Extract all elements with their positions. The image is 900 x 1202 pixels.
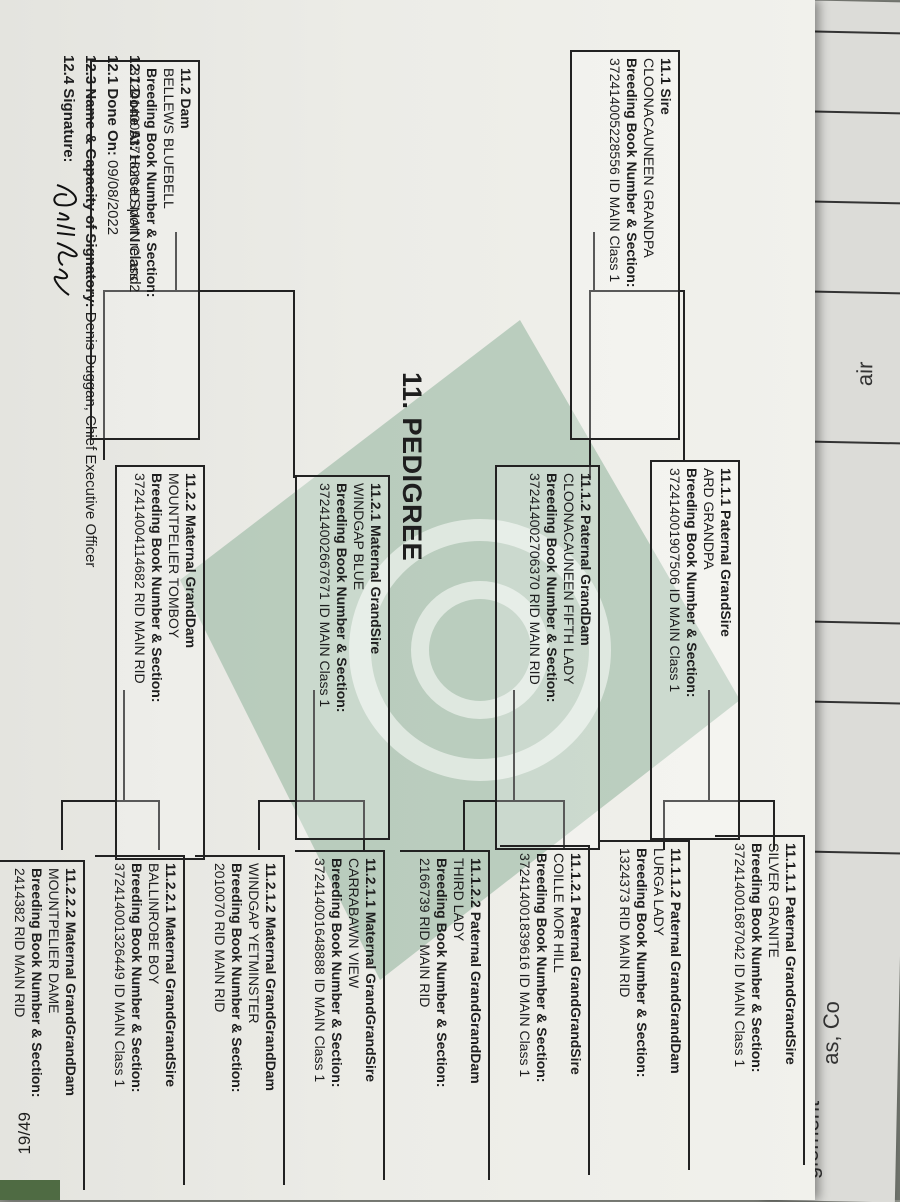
paternal-granddam-name: CLOONACAUNEEN FIFTH LADY	[561, 473, 577, 685]
dam-label: 11.2 Dam	[178, 68, 194, 129]
done-at-line: 12.1 Done At: Horse Sport Ireland	[123, 55, 145, 755]
form-line	[805, 200, 900, 205]
breeding-book-label: Breeding Book Number & Section:	[334, 483, 350, 713]
sire-name: CLOONACAUNEEN GRANDPA	[641, 58, 657, 258]
signatory-block: 12.1 Done At: Horse Sport Ireland 12.1 D…	[53, 55, 145, 755]
paternal-granddam-number: 372414002706370 RID MAIN RID	[527, 473, 543, 685]
connector	[293, 290, 295, 478]
paternal-grandgrandsire-box: 11.1.1.1 Paternal GrandGrandSire SILVER …	[715, 835, 805, 1165]
breeding-book-label: Breeding Book Number & Section:	[624, 58, 640, 288]
connector	[683, 290, 685, 460]
maternal-grandgrandsire-box: 11.2.1.1 Maternal GrandGrandSire CARRABA…	[295, 850, 385, 1180]
background-text: air	[851, 361, 878, 387]
breeding-book-label: Breeding Book Number & Section:	[129, 863, 145, 1093]
breeding-book-label: Breeding Book Number & Section:	[684, 468, 700, 698]
maternal-grandsire-label: 11.2.1 Maternal GrandSire	[368, 483, 384, 655]
paternal-granddam-box: 11.1.2 Paternal GrandDam CLOONACAUNEEN F…	[495, 465, 600, 850]
breeding-book-label: Breeding Book Number & Section:	[634, 848, 650, 1078]
breeding-book-label: Breeding Book Number & Section:	[534, 853, 550, 1083]
ggs-1211-name: CARRABAWN VIEW	[346, 858, 362, 989]
ggs-1211-label: 11.2.1.1 Maternal GrandGrandSire	[363, 858, 379, 1083]
ggd-1122-number: 2166739 RID MAIN RID	[417, 858, 433, 1008]
signatory-line: 12.3 Name & Capacity of Signatory: Denis…	[79, 55, 101, 755]
section-title: 11. PEDIGREE	[397, 372, 427, 562]
paternal-granddam-label: 11.1.2 Paternal GrandDam	[578, 473, 594, 646]
ggd-1112-number: 1324373 RID MAIN RID	[617, 848, 633, 998]
sire-box: 11.1 Sire CLOONACAUNEEN GRANDPA Breeding…	[570, 50, 680, 440]
ggs-1211-number: 372414001648888 ID MAIN Class 1	[312, 858, 328, 1083]
dam-name: BELLEWS BLUEBELL	[161, 68, 177, 209]
done-on-value: 09/08/2022	[104, 160, 121, 236]
connector	[258, 800, 260, 850]
ggd-1222-number: 2414382 RID MAIN RID	[12, 868, 28, 1018]
ggd-1212-name: WINDGAP YETMINSTER	[246, 863, 262, 1024]
done-on-line: 12.1 Done On: 09/08/2022	[101, 55, 123, 755]
breeding-book-label: Breeding Book Number & Section:	[329, 858, 345, 1088]
ggd-1212-number: 2010070 RID MAIN RID	[212, 863, 228, 1013]
connector	[61, 800, 63, 850]
breeding-book-label: Breeding Book Number & Section:	[29, 868, 45, 1098]
maternal-grandsire-name: WINDGAP BLUE	[351, 483, 367, 591]
page-corner-graphic	[0, 1180, 60, 1200]
ggd-1122-label: 11.1.2.2 Paternal GrandGrandDam	[468, 858, 484, 1084]
ggd-1222-name: MOUNTPELIER DAME	[46, 868, 62, 1014]
breeding-book-label: Breeding Book Number & Section:	[544, 473, 560, 703]
done-at-label: 12.1 Done At:	[126, 55, 143, 151]
ggd-1122-name: THIRD LADY	[451, 858, 467, 942]
ggs-1111-number: 372414001687042 ID MAIN Class 1	[732, 843, 748, 1068]
ggd-1222-label: 11.2.2.2 Maternal GrandGrandDam	[63, 868, 79, 1096]
form-line	[803, 290, 900, 295]
maternal-grandgranddam-box-2: 11.2.2.2 Maternal GrandGrandDam MOUNTPEL…	[0, 860, 85, 1190]
maternal-grandgranddam-box: 11.2.1.2 Maternal GrandGrandDam WINDGAP …	[195, 855, 285, 1185]
ggs-1121-label: 11.1.2.1 Paternal GrandGrandSire	[568, 853, 584, 1075]
paternal-grandgrandsire-box-2: 11.1.2.1 Paternal GrandGrandSire COILLE …	[500, 845, 590, 1175]
ggs-1111-label: 11.1.1.1 Paternal GrandGrandSire	[783, 843, 799, 1065]
background-text: as, Co	[817, 1000, 845, 1065]
breeding-book-label: Breeding Book Number & Section:	[434, 858, 450, 1088]
ggs-1121-name: COILLE MOR HILL	[551, 853, 567, 973]
maternal-grandgrandsire-box-2: 11.2.2.1 Maternal GrandGrandSire BALLINR…	[95, 855, 185, 1185]
ggd-1212-label: 11.2.1.2 Maternal GrandGrandDam	[263, 863, 279, 1091]
form-line	[809, 30, 900, 35]
signatory-value: Denis Duggan, Chief Executive Officer	[82, 311, 99, 568]
pedigree-page: 19/49 11. PEDIGREE	[0, 0, 815, 1200]
breeding-book-label: Breeding Book Number & Section:	[144, 68, 160, 298]
form-line	[800, 440, 900, 445]
ggd-1112-name: LURGA LADY	[651, 848, 667, 936]
ggs-1221-name: BALLINROBE BOY	[146, 863, 162, 985]
ggd-1112-label: 11.1.1.2 Paternal GrandGrandDam	[668, 848, 684, 1074]
footer-area: 12.1 Done At: Horse Sport Ireland 12.1 D…	[0, 0, 145, 700]
done-on-label: 12.1 Done On:	[104, 55, 121, 156]
breeding-book-label: Breeding Book Number & Section:	[149, 473, 165, 703]
signature-line: 12.4 Signature:	[57, 55, 79, 755]
sire-number: 372414005228556 ID MAIN Class 1	[607, 58, 623, 283]
paternal-grandsire-box: 11.1.1 Paternal GrandSire ARD GRANDPA Br…	[650, 460, 740, 840]
maternal-grandsire-number: 372414002667671 ID MAIN Class 1	[317, 483, 333, 708]
ggs-1111-name: SILVER GRANITE	[766, 843, 782, 958]
sire-label: 11.1 Sire	[658, 58, 674, 115]
paternal-grandgranddam-box: 11.1.1.2 Paternal GrandGrandDam LURGA LA…	[600, 840, 690, 1170]
ggs-1121-number: 372414001839616 ID MAIN Class 1	[517, 853, 533, 1078]
connector	[463, 800, 465, 850]
paternal-grandsire-name: ARD GRANDPA	[701, 468, 717, 570]
ggs-1221-number: 372414001326449 ID MAIN Class 1	[112, 863, 128, 1088]
breeding-book-label: Breeding Book Number & Section:	[229, 863, 245, 1093]
paternal-grandgranddam-box-2: 11.1.2.2 Paternal GrandGrandDam THIRD LA…	[400, 850, 490, 1180]
breeding-book-label: Breeding Book Number & Section:	[749, 843, 765, 1073]
maternal-granddam-name: MOUNTPELIER TOMBOY	[166, 473, 182, 639]
maternal-granddam-label: 11.2.2 Maternal GrandDam	[183, 473, 199, 649]
signature-label: 12.4 Signature:	[60, 55, 77, 163]
handwritten-signature	[53, 184, 78, 296]
form-line	[807, 110, 900, 115]
maternal-grandsire-box: 11.2.1 Maternal GrandSire WINDGAP BLUE B…	[295, 475, 390, 840]
logo-watermark	[180, 320, 740, 980]
paternal-grandsire-number: 372414001907506 ID MAIN Class 1	[667, 468, 683, 693]
paternal-grandsire-label: 11.1.1 Paternal GrandSire	[718, 468, 734, 637]
done-at-value: Horse Sport Ireland	[126, 154, 143, 285]
ggs-1221-label: 11.2.2.1 Maternal GrandGrandSire	[163, 863, 179, 1088]
